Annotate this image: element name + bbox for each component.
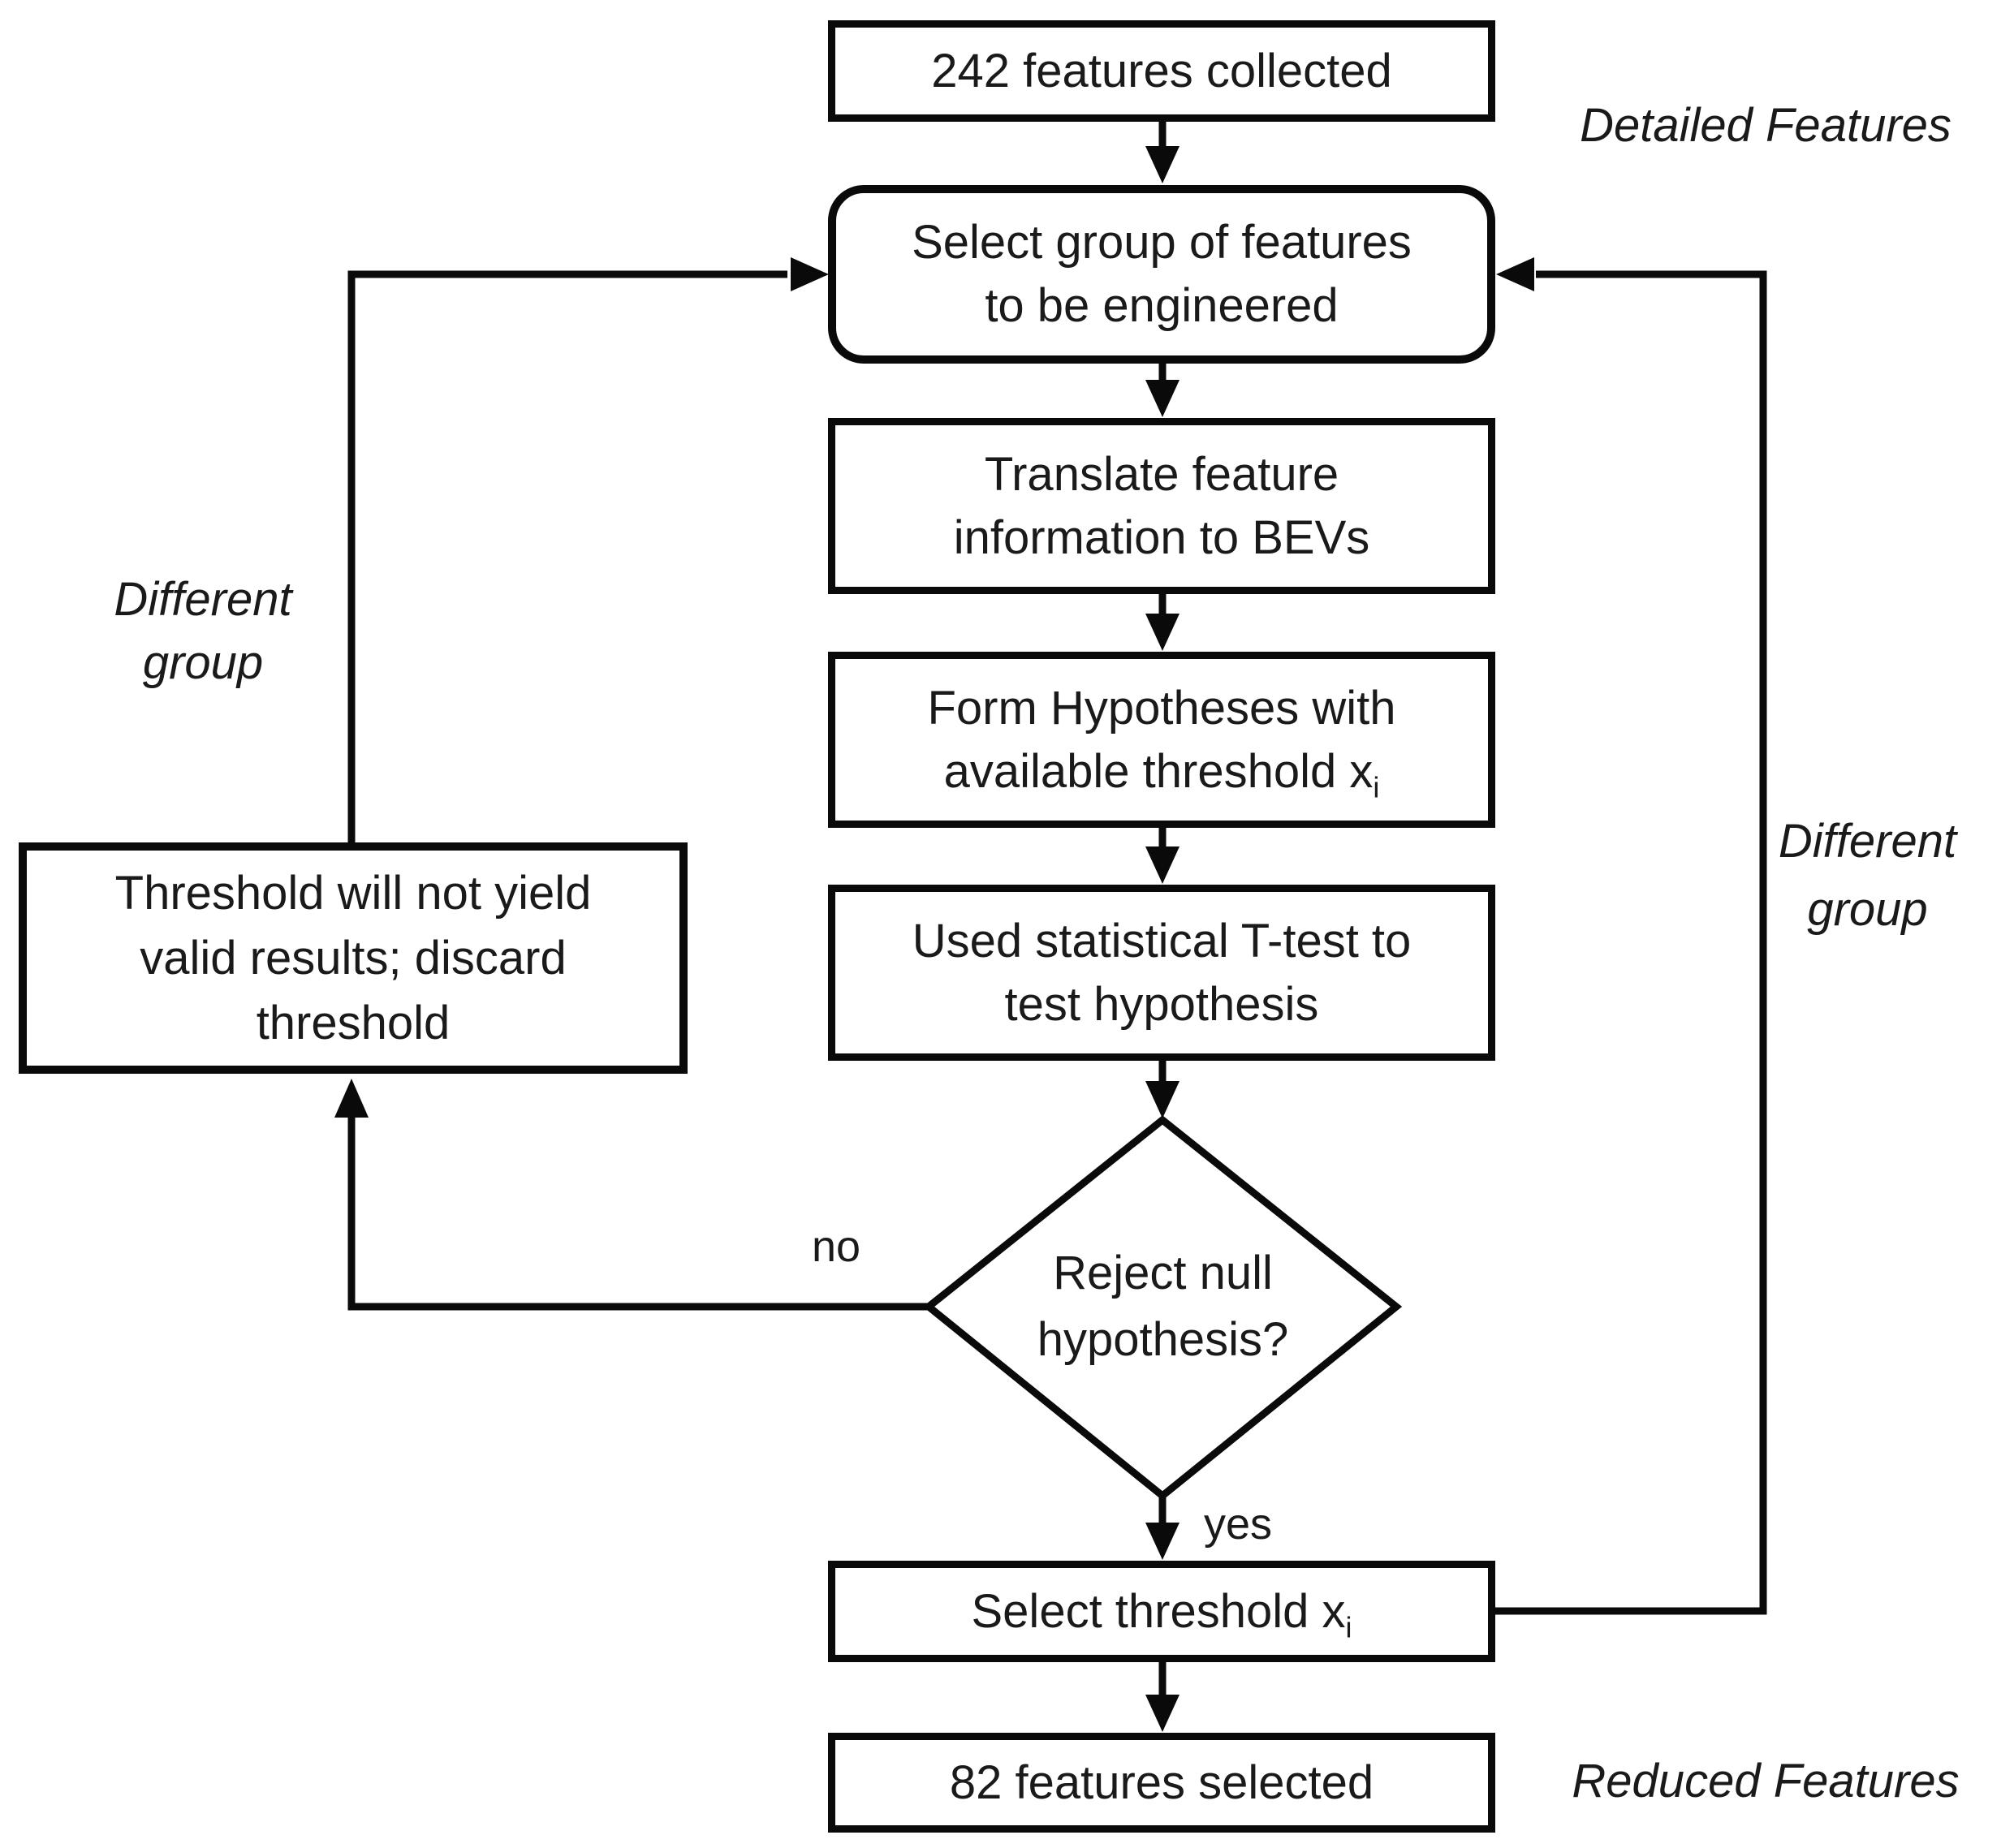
node-select-threshold-label: Select threshold xi — [971, 1580, 1352, 1643]
node-select-group: Select group of features to be engineere… — [828, 185, 1495, 364]
node-discard-threshold-line3: threshold — [256, 996, 451, 1049]
node-select-group-line2: to be engineered — [985, 279, 1339, 332]
node-reject-null-decision: Reject null hypothesis? — [958, 1193, 1368, 1420]
node-t-test: Used statistical T-test to test hypothes… — [828, 885, 1495, 1061]
yes-branch-label: yes — [1204, 1500, 1273, 1549]
arrowhead — [791, 257, 829, 291]
node-form-hypotheses: Form Hypotheses with available threshold… — [828, 652, 1495, 828]
node-form-hypotheses-line2: available threshold xi — [944, 740, 1380, 803]
detailed-features-label: Detailed Features — [1580, 99, 1951, 152]
node-form-hypotheses-line1: Form Hypotheses with — [927, 681, 1396, 734]
node-discard-threshold: Threshold will not yield valid results; … — [19, 842, 688, 1074]
node-features-collected: 242 features collected — [828, 20, 1495, 122]
arrowhead — [1145, 846, 1180, 884]
different-group-right-line2: group — [1807, 883, 1928, 936]
node-features-collected-label: 242 features collected — [931, 44, 1392, 97]
node-select-threshold: Select threshold xi — [828, 1561, 1495, 1662]
threshold-subscript: i — [1345, 1610, 1352, 1644]
node-t-test-line1: Used statistical T-test to — [912, 914, 1412, 967]
arrowhead — [1145, 614, 1180, 651]
arrowhead — [1496, 257, 1534, 291]
node-features-selected: 82 features selected — [828, 1733, 1495, 1833]
node-discard-threshold-line1: Threshold will not yield — [114, 866, 592, 920]
reduced-features-label: Reduced Features — [1572, 1755, 1960, 1807]
node-form-hypotheses-line2-main: available threshold x — [943, 744, 1374, 798]
node-select-threshold-main: Select threshold x — [971, 1584, 1346, 1638]
arrowhead — [1145, 1695, 1180, 1732]
different-group-left-line2: group — [142, 636, 264, 689]
arrowhead — [1145, 146, 1180, 183]
different-group-right-line1: Different — [1778, 815, 1957, 868]
arrowhead — [1145, 1523, 1180, 1560]
node-reject-null-line1: Reject null — [1053, 1247, 1273, 1299]
arrowhead — [1145, 1081, 1180, 1118]
node-translate-bev-line1: Translate feature — [984, 447, 1339, 501]
node-reject-null-line2: hypothesis? — [1037, 1313, 1289, 1366]
node-t-test-line2: test hypothesis — [1004, 977, 1319, 1031]
different-group-left-label: Different group — [49, 568, 357, 695]
different-group-right-line — [1495, 270, 1767, 1615]
node-features-selected-label: 82 features selected — [949, 1755, 1374, 1809]
arrowhead — [1145, 380, 1180, 417]
decision-diamond-shape — [922, 1115, 1403, 1501]
threshold-subscript: i — [1373, 770, 1380, 804]
arrowhead — [334, 1079, 369, 1118]
different-group-right-label: Different group — [1721, 808, 2014, 944]
node-translate-bev: Translate feature information to BEVs — [828, 418, 1495, 594]
node-discard-threshold-line2: valid results; discard — [140, 931, 567, 984]
node-select-group-line1: Select group of features — [912, 216, 1412, 269]
different-group-left-line — [347, 270, 787, 842]
node-translate-bev-line2: information to BEVs — [953, 510, 1370, 564]
different-group-left-line1: Different — [114, 573, 292, 626]
no-branch-line — [347, 1116, 929, 1311]
no-branch-label: no — [812, 1222, 861, 1271]
